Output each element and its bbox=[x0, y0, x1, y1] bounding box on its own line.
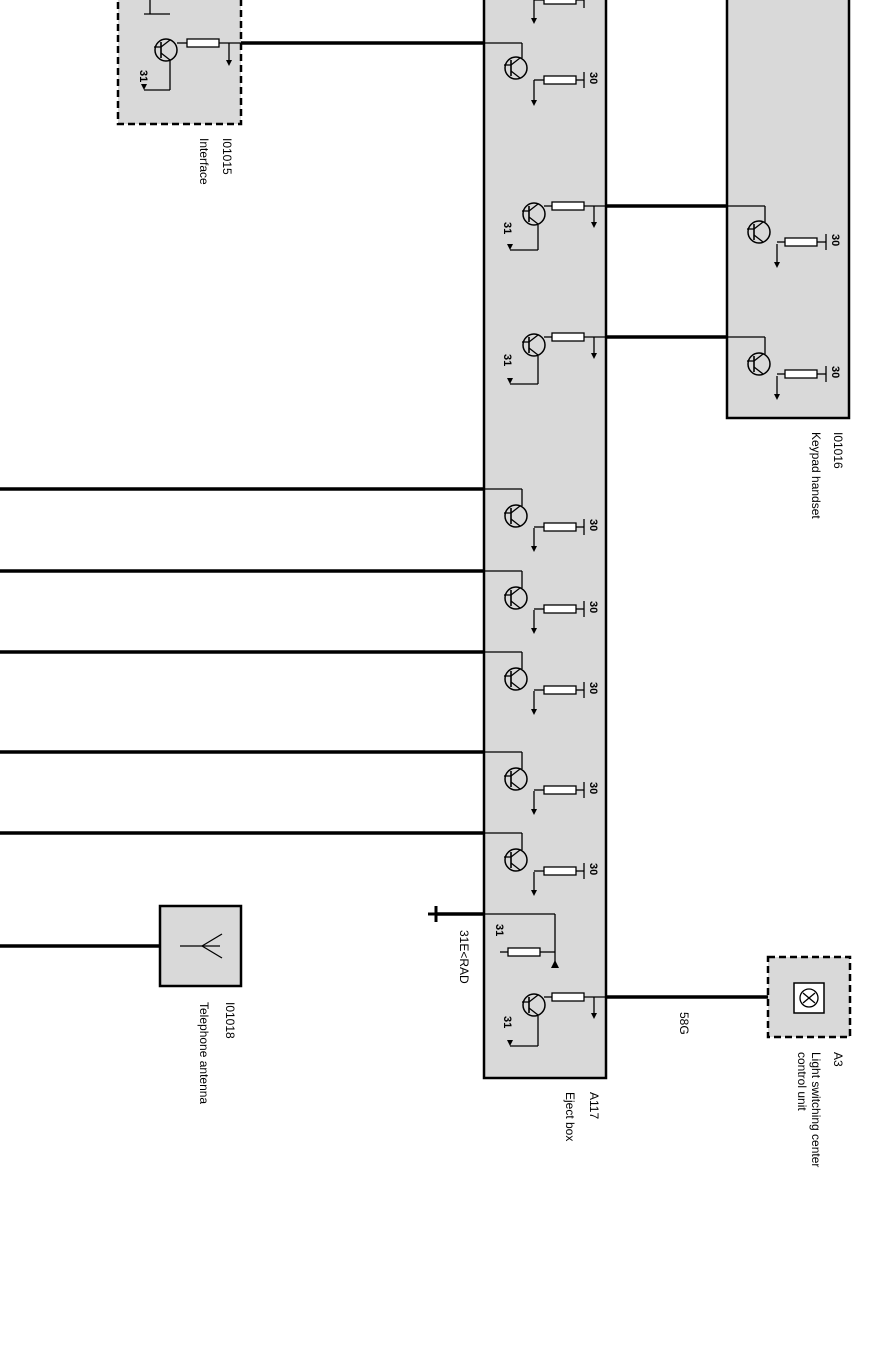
lamp-icon bbox=[799, 988, 819, 1008]
signal-wire-label: 58G bbox=[677, 1012, 691, 1035]
svg-text:31: 31 bbox=[493, 924, 505, 936]
ground-symbol-icon bbox=[428, 906, 438, 922]
ground-wire-label: 31E<RAD bbox=[457, 930, 471, 984]
svg-text:30: 30 bbox=[587, 72, 599, 84]
keypad-name: Keypad handset bbox=[809, 432, 823, 519]
interface-module: 31 bbox=[116, 0, 243, 126]
antenna-code: I01018 bbox=[223, 1002, 237, 1039]
svg-text:30: 30 bbox=[587, 682, 599, 694]
wires bbox=[0, 41, 768, 999]
telephone-antenna bbox=[158, 904, 243, 988]
keypad-stage-1: 30 bbox=[727, 205, 841, 268]
keypad-stage-2: 30 bbox=[727, 336, 841, 400]
eject-ground-resistor: 31 bbox=[484, 913, 559, 968]
light-switch-code: A3 bbox=[831, 1052, 845, 1067]
svg-text:30: 30 bbox=[587, 601, 599, 613]
antenna-name: Telephone antenna bbox=[197, 1002, 211, 1104]
svg-text:30: 30 bbox=[587, 519, 599, 531]
svg-text:31: 31 bbox=[137, 70, 149, 82]
light-switch-unit bbox=[766, 955, 852, 1039]
eject-stage-2: 30 bbox=[484, 488, 599, 552]
eject-out-stage-1: 31 bbox=[501, 201, 606, 251]
light-switch-name-1: Light switching center bbox=[809, 1052, 823, 1167]
interface-code: I01015 bbox=[220, 138, 234, 175]
svg-text:31: 31 bbox=[501, 222, 513, 234]
svg-text:31: 31 bbox=[501, 1016, 513, 1028]
eject-out-stage-2: 31 bbox=[501, 332, 606, 385]
eject-stage-4: 30 bbox=[484, 651, 599, 715]
eject-out-stage-3: 31 bbox=[501, 992, 606, 1047]
eject-stage-5: 30 bbox=[484, 751, 599, 815]
eject-box bbox=[482, 0, 608, 1080]
svg-text:30: 30 bbox=[829, 234, 841, 246]
eject-box-name: Eject box bbox=[563, 1092, 577, 1141]
svg-text:30: 30 bbox=[829, 366, 841, 378]
svg-text:30: 30 bbox=[587, 782, 599, 794]
eject-stage-6: 30 bbox=[484, 832, 599, 896]
eject-stage-top-partial bbox=[531, 0, 585, 24]
svg-text:30: 30 bbox=[587, 863, 599, 875]
eject-box-code: A117 bbox=[587, 1092, 601, 1119]
antenna-icon bbox=[180, 933, 223, 959]
svg-text:31: 31 bbox=[501, 354, 513, 366]
eject-stage-3: 30 bbox=[484, 570, 599, 634]
keypad-handset bbox=[725, 0, 851, 420]
keypad-code: I01016 bbox=[831, 432, 845, 469]
eject-stage-1: 30 bbox=[484, 42, 599, 106]
interface-name: Interface bbox=[197, 138, 211, 185]
light-switch-name-2: control unit bbox=[795, 1052, 809, 1111]
